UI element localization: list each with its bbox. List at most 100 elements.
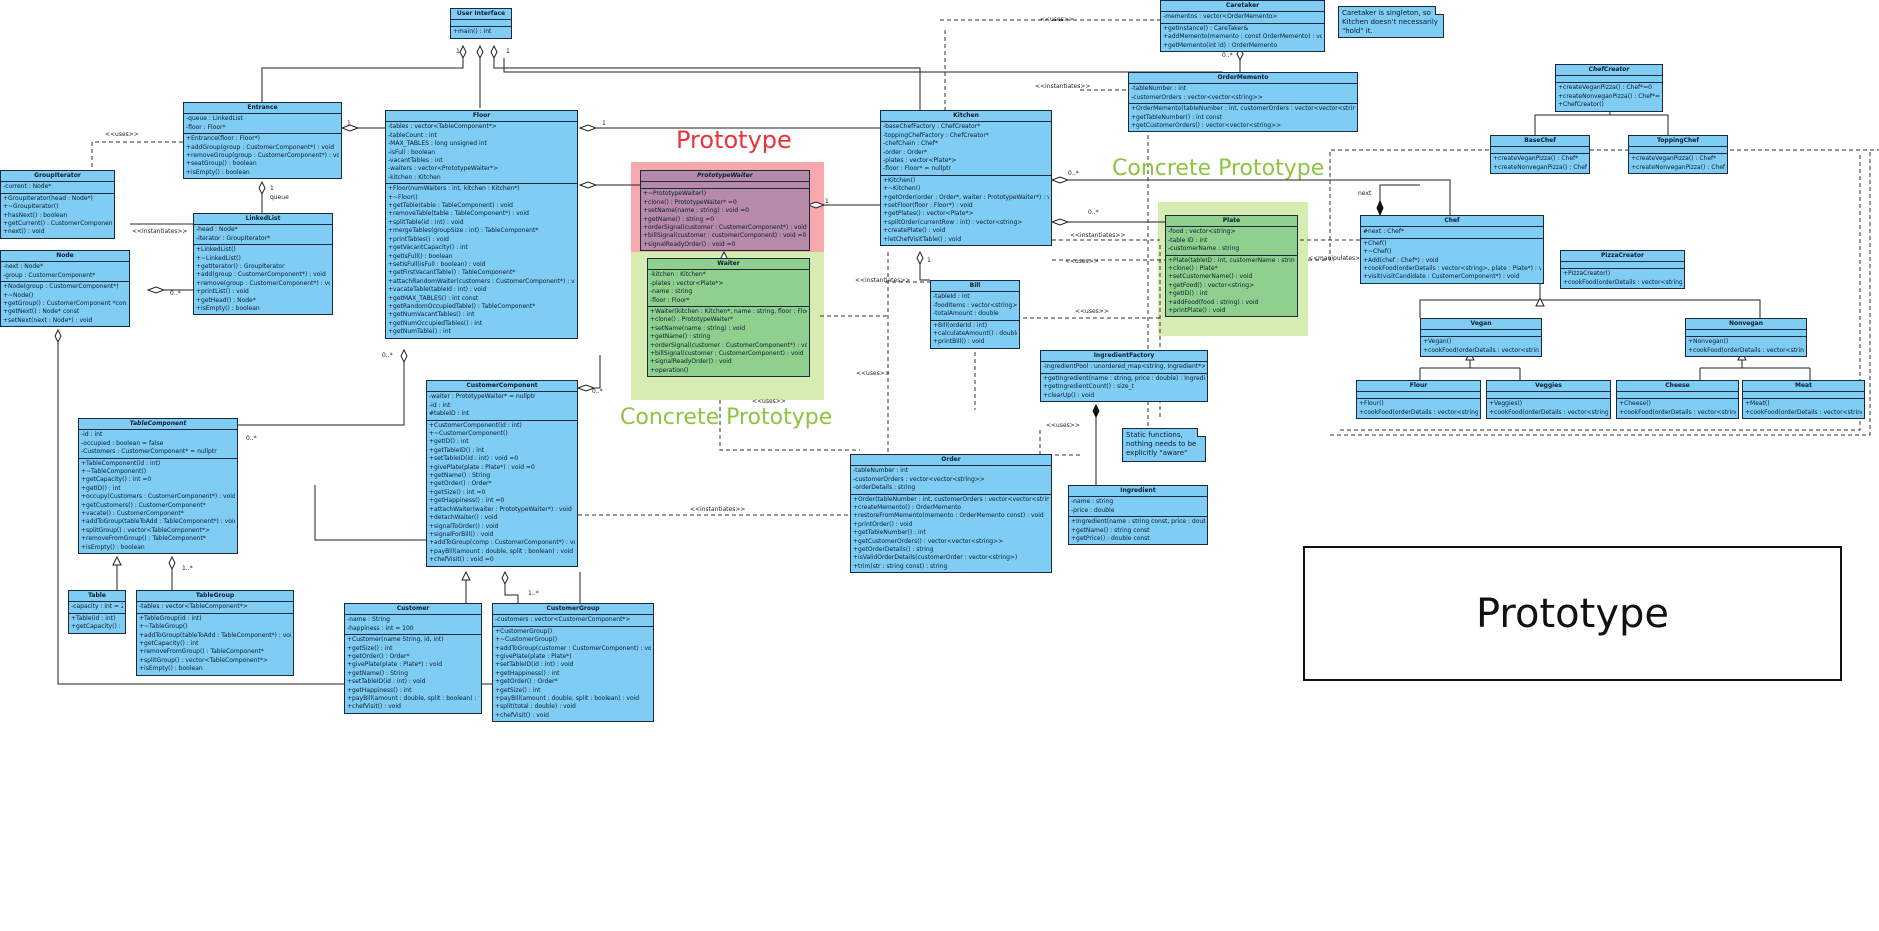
method: +add(group : CustomerComponent*) : void — [196, 271, 326, 279]
method: +cookFood(orderDetails : vector<string>) — [1563, 278, 1682, 286]
method: +vacateTable(tableId : int) : void — [388, 286, 487, 294]
multiplicity-label: 0..* — [382, 352, 393, 359]
method: +getName() : string — [650, 333, 711, 341]
attributes-section — [1487, 392, 1610, 400]
attributes-section — [1617, 392, 1738, 400]
methods-section: +getIngredient(name : string, price : do… — [1041, 374, 1207, 401]
method: +createNonveganPizza() : Chef*=0 — [1558, 92, 1660, 100]
methods-section: +PizzaCreator()+cookFood(orderDetails : … — [1561, 269, 1684, 288]
method: +attachRandomWaiter(customers : Customer… — [388, 277, 575, 285]
method: +clone() : PrototypeWaiter* =0 — [643, 198, 737, 206]
attribute: -baseChefFactory : ChefCreator* — [883, 123, 981, 131]
method: +addMemento(memento : const OrderMemento… — [1163, 33, 1322, 41]
attribute: -order : Order* — [883, 148, 928, 156]
attributes-section: -kitchen : Kitchen*-plates : vector<Plat… — [648, 270, 809, 308]
attribute: #next : Chef* — [1363, 228, 1404, 236]
class-customer-component: CustomerComponent-waiter : PrototypeWait… — [426, 380, 578, 567]
class-flour: Flour+Flour()+cookFood(orderDetails : ve… — [1356, 380, 1481, 420]
method: +setTableID(id : int) : void — [495, 661, 574, 669]
method: +splitTable(id : int) : void — [388, 218, 464, 226]
attribute: -mementos : vector<OrderMemento> — [1163, 13, 1278, 21]
methods-section: +TableGroup(id : int)+~TableGroup()+addT… — [137, 614, 293, 675]
methods-section: +Customer(name String, id, int)+getSize(… — [345, 635, 481, 713]
method: +vacate() : CustomerComponent* — [81, 510, 184, 518]
method: +~Kitchen() — [883, 185, 921, 193]
instantiates-label: <<instantiates>> — [1070, 232, 1126, 239]
method: +clone() : PrototypeWaiter* — [650, 316, 734, 324]
method: +Veggies() — [1489, 400, 1523, 408]
method: +billSignal(customer : customerComponent… — [643, 232, 807, 240]
uses-label: <<uses>> — [1046, 422, 1080, 429]
class-user-interface: User Interface+main() : int — [450, 8, 512, 39]
class-name: PizzaCreator — [1561, 251, 1684, 263]
method: +getVacantCapacity() : int — [388, 244, 468, 252]
class-name: Cheese — [1617, 381, 1738, 393]
methods-section: +Cheese()+cookFood(orderDetails : vector… — [1617, 399, 1738, 418]
method: +CustomerComponent(id : int) — [429, 421, 522, 429]
methods-section: +LinkedList()+~LinkedList()+getIterator(… — [194, 245, 332, 314]
method: +getNumOccupiedTables() : int — [388, 319, 483, 327]
method: +getTableNumber() : int — [853, 529, 926, 537]
method: +setIsFull(isFull : boolean) : void — [388, 260, 486, 268]
attributes-section — [1357, 392, 1480, 400]
attribute: -orderDetails : string — [853, 484, 916, 492]
method: +getPlates() : vector<Plate*> — [883, 210, 974, 218]
method: +getNumTable() : int — [388, 328, 451, 336]
multiplicity-label: 0..* — [592, 388, 603, 395]
next-label: next — [1358, 190, 1372, 197]
concrete-prototype-label-right: Concrete Prototype — [1112, 156, 1325, 181]
method: +getHead() : Node* — [196, 296, 256, 304]
class-name: Table — [69, 591, 125, 603]
method: +getGroup() : CustomerComponent *const — [3, 300, 127, 308]
attribute: -floor : Floor* = nullptr — [883, 165, 951, 173]
method: +Cheese() — [1619, 400, 1651, 408]
multiplicity-label: 0..* — [1068, 170, 1079, 177]
methods-section: +Nonvegan()+cookFood(orderDetails : vect… — [1686, 337, 1806, 356]
method: +payBill(amount : double, split : boolea… — [347, 695, 479, 703]
attributes-section: -tableNumber : int-customerOrders : vect… — [1129, 84, 1357, 105]
method: +isEmpty() : boolean — [81, 543, 145, 551]
attributes-section — [451, 20, 511, 28]
method: +Entrance(floor : Floor*) — [186, 135, 260, 143]
method: +letChefVisitTable() : void — [883, 235, 962, 243]
attributes-section: -next : Node*-group : CustomerComponent* — [1, 262, 129, 283]
methods-section: +Waiter(kitchen : Kitchen*, name : strin… — [648, 307, 809, 376]
methods-section: +getInstance() : CareTaker&+addMemento(m… — [1161, 24, 1324, 51]
attribute: -floor : Floor* — [186, 123, 226, 131]
method: +setName(name : string) : void — [650, 324, 746, 332]
class-table-group: TableGroup-tables : vector<TableComponen… — [136, 590, 294, 676]
method: +clearUp() : void — [1043, 391, 1095, 399]
attribute: -iterator : GroupIterator* — [196, 234, 271, 242]
attribute: -head : Node* — [196, 226, 238, 234]
method: +restoreFromMemento(memento : OrderMemen… — [853, 512, 1044, 520]
attribute: -next : Node* — [3, 263, 43, 271]
methods-section: +Veggies()+cookFood(orderDetails : vecto… — [1487, 399, 1610, 418]
class-table-component: TableComponent-id : int-occupied : boole… — [78, 418, 238, 555]
method: +givePlate(plate : Plate*) : void — [347, 661, 443, 669]
attributes-section: -id : int-occupied : boolean = false-Cus… — [79, 430, 237, 459]
method: +setName(name : string) : void =0 — [643, 207, 749, 215]
method: +getCustomerOrders() : vector<vector<str… — [853, 537, 1004, 545]
attributes-section: #next : Chef* — [1361, 227, 1543, 239]
methods-section: +CustomerGroup()+~CustomerGroup()+addToG… — [493, 627, 653, 721]
method: +orderSignal(customer : CustomerComponen… — [643, 224, 807, 232]
method: +getName() : string =0 — [643, 215, 715, 223]
class-customer-group: CustomerGroup-customers : vector<Custome… — [492, 603, 654, 723]
class-name: Waiter — [648, 259, 809, 271]
static-functions-note: Static functions, nothing needs to be ex… — [1122, 428, 1206, 462]
method: +getID() : int — [81, 484, 121, 492]
methods-section: +TableComponent(id : int)+~TableComponen… — [79, 459, 237, 553]
class-group-iterator: GroupIterator-current : Node*+GroupItera… — [0, 170, 115, 239]
method: +setNext(next : Node*) : void — [3, 316, 93, 324]
method: +createNonveganPizza() : Chef* — [1631, 163, 1725, 171]
method: +detachWaiter() : void — [429, 514, 498, 522]
method: +splitGroup() : vector<TableComponent*> — [81, 526, 210, 534]
class-table: Table-capacity : int = 2+Table(id : int)… — [68, 590, 126, 634]
method: +removeTable(table : TableComponent*) : … — [388, 210, 529, 218]
method: +cookFood(orderDetails : vector<string>) — [1745, 408, 1862, 416]
class-name: GroupIterator — [1, 171, 114, 183]
method: +getRandomOccupiedTable() : TableCompone… — [388, 302, 536, 310]
method: +getName() : String — [429, 472, 491, 480]
method: +isValidOrderDetails(customerOrder : vec… — [853, 554, 1018, 562]
method: +getName() : string const — [1071, 526, 1150, 534]
